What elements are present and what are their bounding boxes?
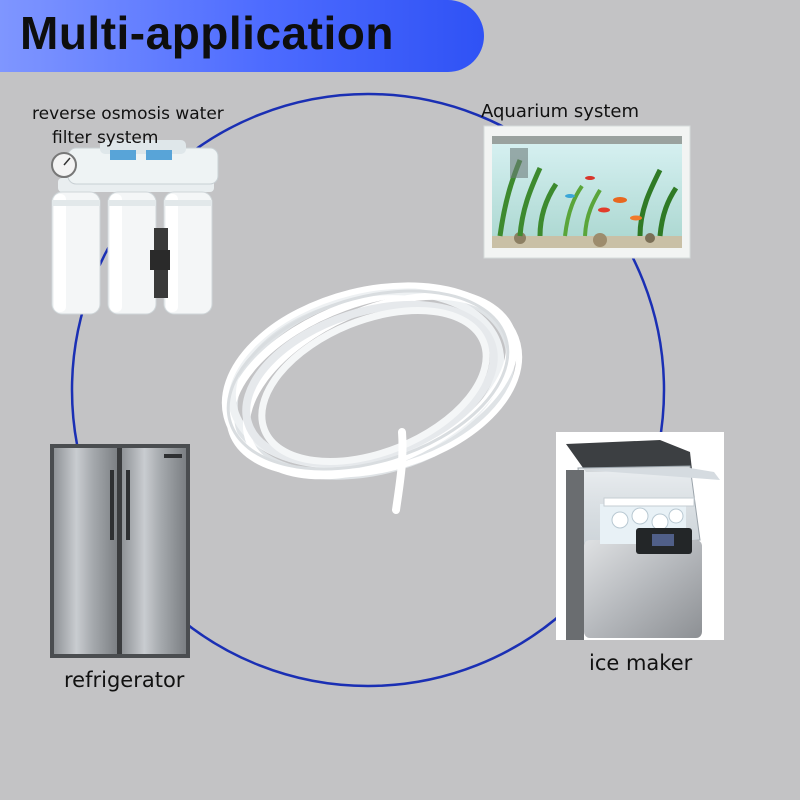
label-reverse-osmosis: reverse osmosis water filter system [32, 102, 224, 150]
refrigerator-icon [50, 444, 190, 658]
label-reverse-osmosis-line1: reverse osmosis water [32, 104, 224, 124]
aquarium-icon [483, 125, 691, 259]
connection-ring [70, 92, 666, 688]
label-ice-maker: ice maker [589, 651, 693, 675]
page-title: Multi-application [20, 7, 394, 59]
label-aquarium: Aquarium system [481, 101, 640, 122]
white-tubing-coil-icon [221, 282, 523, 514]
ro-filter-icon [51, 140, 219, 315]
label-refrigerator: refrigerator [64, 668, 185, 692]
title-banner: Multi-application [0, 0, 484, 72]
ice-maker-icon [556, 432, 724, 640]
label-reverse-osmosis-line2: filter system [52, 128, 159, 148]
